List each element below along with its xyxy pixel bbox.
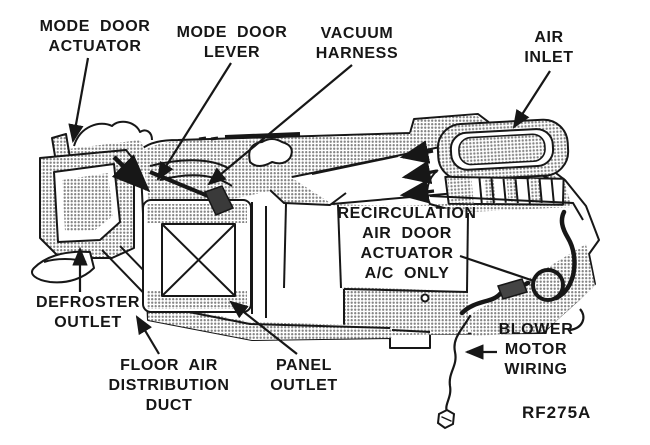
label-line: OUTLET	[270, 377, 338, 394]
label-line: OUTLET	[54, 314, 122, 331]
leader-arrows	[68, 57, 585, 360]
label-mode-door-lever: MODE DOOR LEVER	[177, 23, 288, 63]
leader-floor-duct	[135, 315, 160, 355]
label-panel-outlet: PANEL OUTLET	[270, 356, 338, 396]
leader-blower-hook	[569, 308, 585, 332]
label-line: ACTUATOR	[48, 38, 142, 55]
leader-vacuum-harness	[207, 64, 353, 186]
lever-slot-shape	[248, 138, 293, 167]
grille-slat-shade-4	[529, 178, 542, 203]
label-line: RECIRCULATION	[337, 205, 477, 222]
defroster-nose-cone	[31, 250, 95, 284]
blower-wiring-shape	[436, 209, 577, 430]
panel-outlet-cross	[161, 223, 236, 297]
label-line: INLET	[524, 49, 574, 66]
label-line: DEFROSTER	[35, 294, 141, 311]
label-line: FLOOR AIR	[120, 357, 218, 374]
figure-code: RF275A	[522, 403, 592, 422]
defroster-opening-inner	[62, 173, 113, 231]
label-line: DISTRIBUTION	[108, 377, 230, 394]
label-line: AIR	[534, 29, 564, 46]
label-defroster-outlet: DEFROSTER OUTLET	[36, 293, 140, 333]
leader-panel-outlet	[229, 300, 298, 355]
air-inlet-opening	[458, 133, 546, 166]
label-line: MODE DOOR	[39, 18, 151, 35]
shaded-bottom-strip	[148, 302, 392, 340]
defroster-outlet-shape	[31, 149, 179, 313]
leader-recirculation-actuator	[459, 254, 535, 283]
label-line: HARNESS	[315, 45, 399, 62]
mode-door-lever-shape	[111, 154, 235, 216]
label-line: MODE DOOR	[176, 24, 288, 41]
label-vacuum-harness: VACUUM HARNESS	[316, 24, 398, 64]
label-line: WIRING	[504, 361, 568, 378]
label-line: PANEL	[275, 357, 333, 374]
label-recirculation-air-door-actuator: RECIRCULATION AIR DOOR ACTUATOR A/C ONLY	[337, 204, 476, 284]
panel-outlet-shape	[142, 199, 267, 318]
wiring-connector	[497, 278, 528, 300]
leader-mode-door-actuator	[68, 57, 90, 144]
lower-center-block	[342, 287, 468, 336]
label-line: LEVER	[203, 44, 261, 61]
label-line: AIR DOOR	[362, 225, 452, 242]
label-air-inlet: AIR INLET	[524, 28, 573, 68]
label-floor-air-distribution-duct: FLOOR AIR DISTRIBUTION DUCT	[109, 356, 230, 416]
leader-mode-door-lever	[156, 62, 232, 181]
label-line: A/C ONLY	[364, 265, 450, 282]
grille-slat-shade-1	[447, 177, 474, 204]
leader-air-inlet	[512, 70, 551, 129]
airflow-arrows	[399, 140, 438, 204]
label-line: BLOWER	[498, 321, 574, 338]
label-mode-door-actuator: MODE DOOR ACTUATOR	[40, 17, 151, 57]
wiring-loop	[531, 268, 565, 302]
label-line: MOTOR	[504, 341, 568, 358]
label-line: VACUUM	[320, 25, 394, 42]
label-line: ACTUATOR	[360, 245, 454, 262]
label-line: DUCT	[145, 397, 193, 414]
lever-body	[203, 185, 235, 216]
shaded-lower-right	[468, 244, 595, 336]
label-blower-motor-wiring: BLOWER MOTOR WIRING	[499, 320, 574, 380]
